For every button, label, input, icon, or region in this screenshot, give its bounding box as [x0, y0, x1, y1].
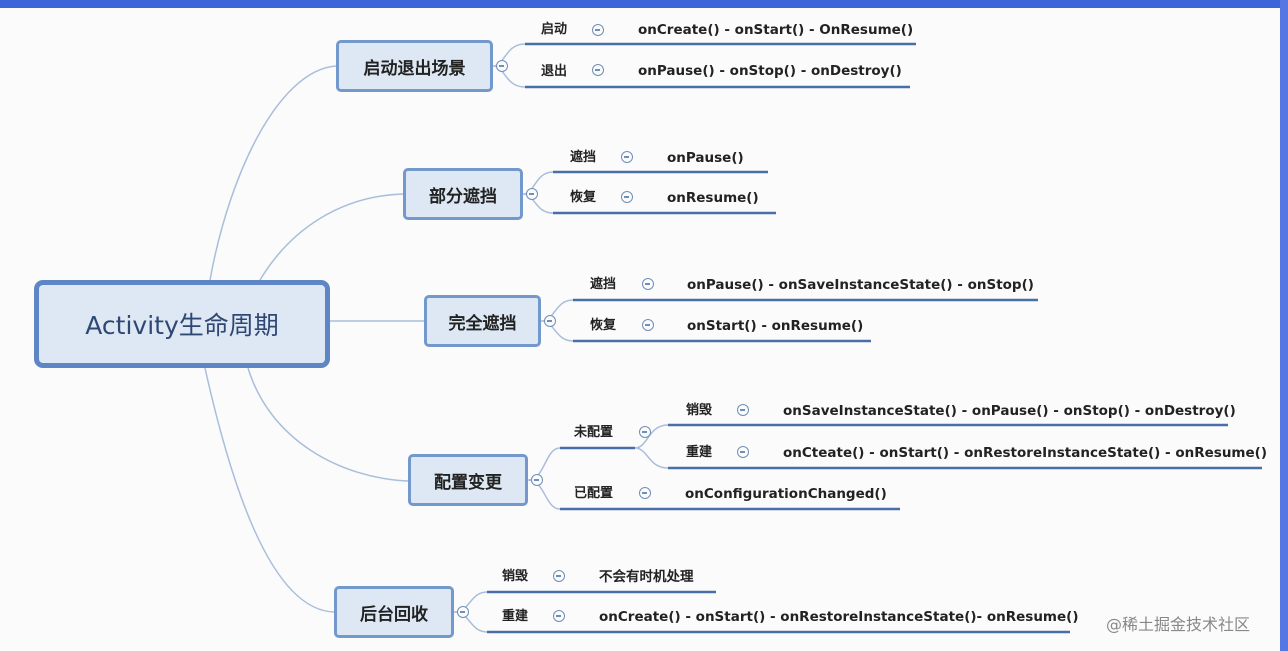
method-destroy: onSaveInstanceState() - onPause() - onSt…: [783, 403, 1236, 419]
watermark: @稀土掘金技术社区: [1106, 615, 1251, 634]
method-rebuild: onCteate() - onStart() - onRestoreInstan…: [783, 445, 1267, 461]
collapse-toggle-config-change[interactable]: [531, 474, 543, 486]
label-destroy: 销毁: [686, 403, 713, 418]
topic-partial-cover[interactable]: 部分遮挡: [403, 168, 523, 220]
collapse-toggle-exit[interactable]: [592, 64, 604, 76]
method-partial-resume: onResume(): [667, 190, 759, 206]
connector-root-background-recycle: [204, 367, 335, 613]
label-full-cover: 遮挡: [590, 277, 617, 292]
collapse-toggle-full-cover[interactable]: [544, 315, 556, 327]
method-configured: onConfigurationChanged(): [685, 486, 887, 502]
label-configured: 已配置: [574, 486, 614, 501]
window-right-edge: [1280, 0, 1288, 651]
collapse-toggle-rebuild[interactable]: [737, 446, 749, 458]
method-full-resume: onStart() - onResume(): [687, 318, 864, 334]
collapse-toggle-full-resume[interactable]: [642, 319, 654, 331]
window-top-bar: [0, 0, 1288, 8]
collapse-toggle-partial-resume[interactable]: [621, 191, 633, 203]
label-bg-rebuild: 重建: [502, 609, 529, 624]
collapse-toggle-destroy[interactable]: [737, 404, 749, 416]
topic-background-recycle[interactable]: 后台回收: [334, 586, 454, 638]
collapse-toggle-partial-cover[interactable]: [526, 188, 538, 200]
collapse-toggle-configured[interactable]: [639, 487, 651, 499]
collapse-toggle-bg-destroy[interactable]: [553, 570, 565, 582]
method-launch: onCreate() - onStart() - OnResume(): [638, 22, 914, 38]
root-node[interactable]: Activity生命周期: [34, 280, 330, 368]
topic-full-cover[interactable]: 完全遮挡: [424, 295, 541, 347]
collapse-toggle-launch[interactable]: [592, 24, 604, 36]
label-launch: 启动: [541, 22, 568, 37]
label-bg-destroy: 销毁: [502, 569, 529, 584]
method-bg-destroy: 不会有时机处理: [599, 569, 694, 585]
label-unconfigured: 未配置: [574, 425, 614, 440]
topic-launch-exit[interactable]: 启动退出场景: [336, 40, 493, 92]
method-bg-rebuild: onCreate() - onStart() - onRestoreInstan…: [599, 609, 1079, 625]
label-rebuild: 重建: [686, 445, 713, 460]
label-partial-cover: 遮挡: [570, 150, 597, 165]
method-full-cover: onPause() - onSaveInstanceState() - onSt…: [687, 277, 1034, 293]
label-full-resume: 恢复: [590, 318, 617, 333]
collapse-toggle-unconfigured[interactable]: [639, 426, 651, 438]
method-exit: onPause() - onStop() - onDestroy(): [638, 63, 902, 79]
collapse-toggle-background-recycle[interactable]: [457, 606, 469, 618]
collapse-toggle-launch-exit[interactable]: [496, 60, 508, 72]
connector-partial-cover-branch: [522, 171, 554, 214]
collapse-toggle-bg-rebuild[interactable]: [553, 610, 565, 622]
connector-root-partial-cover: [259, 193, 404, 281]
collapse-toggle-partial-cover-child[interactable]: [621, 151, 633, 163]
label-exit: 退出: [541, 64, 568, 79]
label-partial-resume: 恢复: [570, 190, 597, 205]
collapse-toggle-full-cover-child[interactable]: [642, 278, 654, 290]
method-partial-cover: onPause(): [667, 150, 744, 166]
connector-root-launch-exit: [209, 65, 337, 281]
connector-root-config-change: [247, 367, 409, 482]
topic-config-change[interactable]: 配置变更: [408, 454, 528, 506]
connector-launch-exit-branch: [492, 43, 526, 88]
